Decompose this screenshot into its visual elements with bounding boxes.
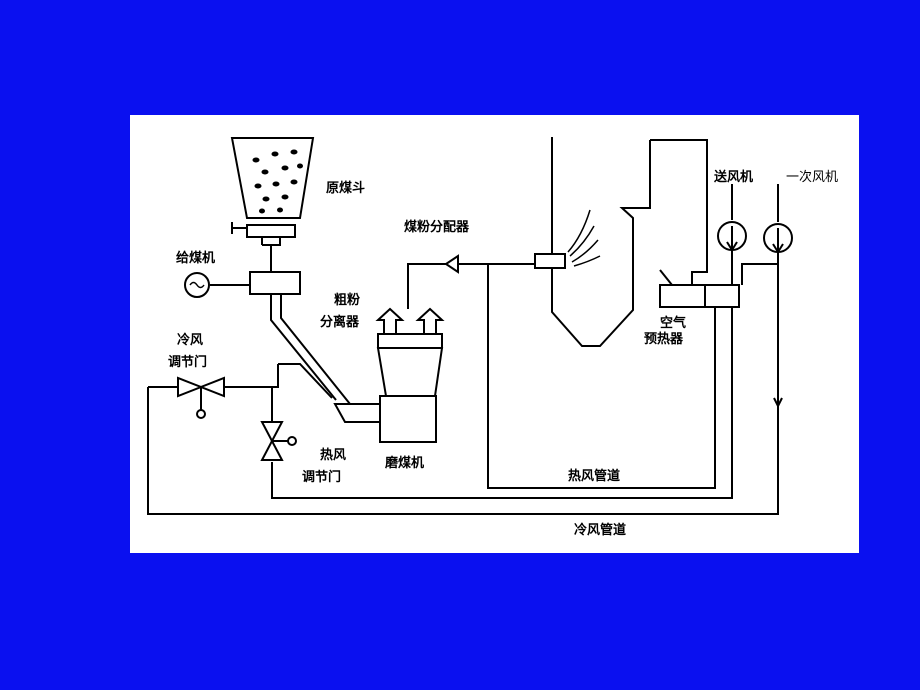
coal-pulverizing-system-diagram: 原煤斗 给煤机 粗粉 分离器 [147,137,838,538]
label-cold-air-duct: 冷风管道 [574,522,626,538]
coarse-powder-separator [375,307,445,397]
label-raw-coal-bunker: 原煤斗 [326,180,365,196]
label-pulverized-coal-distributor: 煤粉分配器 [404,219,470,235]
label-hot-air-duct: 热风管道 [568,468,620,484]
air-preheater [659,284,740,308]
raw-coal-bunker [230,137,315,246]
forced-draft-fan [717,184,747,285]
coal-feeder [184,245,301,298]
coal-lumps [252,149,303,214]
label-coarse-separator-line1: 粗粉 [334,292,360,308]
label-hot-air-damper-line2: 调节门 [302,469,341,485]
label-air-preheater-line1: 空气 [660,315,686,331]
label-cold-air-damper-line2: 调节门 [168,354,207,370]
coal-mill [333,395,437,443]
label-hot-air-damper-line1: 热风 [320,447,346,463]
motor-symbol-icon [184,272,210,298]
diagram-panel: 原煤斗 给煤机 粗粉 分离器 [130,115,859,553]
cold-air-damper [148,376,278,419]
boiler-furnace [534,137,708,347]
butterfly-valve-icon [260,421,284,444]
pulverized-coal-distributor-icon [444,254,459,274]
label-coarse-separator-line2: 分离器 [320,314,360,330]
label-forced-draft-fan: 送风机 [713,169,753,185]
hot-air-damper [260,363,333,461]
burner [534,253,566,269]
label-coal-mill: 磨煤机 [385,455,424,471]
label-coal-feeder: 给煤机 [176,250,215,266]
label-primary-air-fan: 一次风机 [786,169,838,185]
butterfly-valve-icon [177,376,204,398]
label-cold-air-damper-line1: 冷风 [177,332,203,348]
label-air-preheater-line2: 预热器 [644,331,684,347]
primary-air-fan [763,184,793,254]
